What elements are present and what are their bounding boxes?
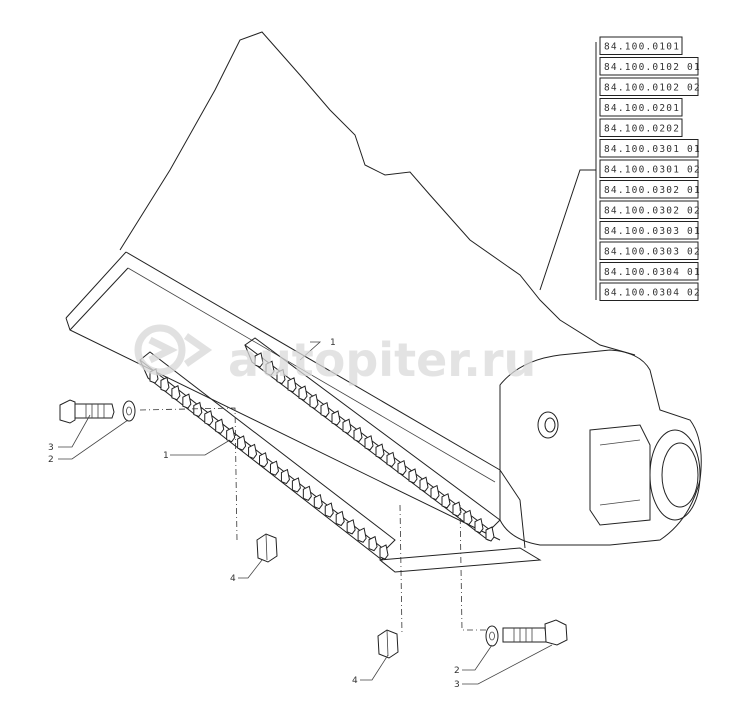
knife-tooth xyxy=(248,443,258,460)
reference-code-box xyxy=(599,180,699,199)
knife-tooth xyxy=(280,468,290,485)
knife-tooth xyxy=(254,352,264,368)
reference-code-box xyxy=(599,36,683,55)
knife-tooth xyxy=(353,426,363,443)
callout-labels: 3 2 1 1 4 4 2 3 xyxy=(48,338,460,690)
knife-tooth xyxy=(276,368,286,385)
knife-tooth xyxy=(441,493,451,509)
knife-tooth xyxy=(331,410,341,426)
callout-2-right: 2 xyxy=(454,666,460,676)
callout-1-left: 1 xyxy=(163,451,169,461)
reference-code-text: 84.100.0304 01 xyxy=(604,267,701,278)
knife-tooth xyxy=(357,527,367,543)
knife-tooth xyxy=(320,401,330,418)
knife-tooth xyxy=(430,484,440,501)
reference-code-box xyxy=(599,282,699,301)
knife-tooth xyxy=(309,393,319,410)
bolt-left xyxy=(59,399,115,424)
reference-code-box xyxy=(599,241,699,260)
knife-tooth xyxy=(182,393,192,409)
leader-lines xyxy=(58,42,597,685)
reference-code-box xyxy=(599,262,699,281)
knife-tooth xyxy=(474,517,484,534)
knife-tooth xyxy=(269,460,280,476)
bolt-right xyxy=(502,619,568,646)
reference-code-text: 84.100.0201 xyxy=(604,103,680,114)
knife-tooth xyxy=(204,410,214,426)
knife-rail-right xyxy=(244,337,501,542)
reference-code-box xyxy=(599,200,699,219)
knife-tooth xyxy=(379,544,389,560)
reference-code-text: 84.100.0303 02 xyxy=(604,247,701,258)
reference-code-text: 84.100.0301 01 xyxy=(604,144,701,155)
callout-4-mid: 4 xyxy=(230,574,236,584)
washer-left xyxy=(122,400,136,422)
knife-tooth xyxy=(485,526,495,542)
knife-tooth xyxy=(313,493,323,510)
knife-tooth xyxy=(259,452,269,468)
knife-tooth xyxy=(226,426,236,443)
watermark-text: autopiter.ru xyxy=(228,333,536,387)
header-frame xyxy=(65,31,702,573)
washer-right xyxy=(485,625,499,647)
knife-teeth-right xyxy=(254,352,495,542)
knife-tooth xyxy=(346,519,356,535)
knife-tooth xyxy=(368,535,378,552)
callout-3-left: 3 xyxy=(48,443,54,453)
knife-tooth xyxy=(171,385,181,401)
circled-arrow-logo-icon xyxy=(134,324,213,376)
reference-code-text: 84.100.0304 02 xyxy=(604,288,701,299)
reference-code-text: 84.100.0102 01 xyxy=(604,62,701,73)
knife-tooth xyxy=(408,468,418,484)
knife-tooth xyxy=(298,385,308,401)
reference-code-text: 84.100.0302 01 xyxy=(604,185,701,196)
watermark: autopiter.ru xyxy=(134,324,536,387)
reference-code-text: 84.100.0101 xyxy=(604,42,680,53)
knife-tooth xyxy=(335,510,345,527)
knife-tooth xyxy=(193,401,203,418)
knife-tooth xyxy=(265,360,275,376)
knife-tooth xyxy=(291,477,301,493)
knife-tooth xyxy=(302,485,312,501)
knife-tooth xyxy=(160,376,170,392)
knife-teeth-left xyxy=(149,368,389,560)
knife-tooth xyxy=(364,435,374,451)
nut-lower xyxy=(377,629,399,659)
reference-code-box xyxy=(599,118,683,137)
callout-4-low: 4 xyxy=(352,676,358,686)
knife-tooth xyxy=(397,459,407,476)
knife-tooth xyxy=(237,435,247,451)
reference-code-box xyxy=(599,57,699,76)
reference-code-text: 84.100.0303 01 xyxy=(604,226,701,237)
knife-tooth xyxy=(287,377,297,393)
reference-code-text: 84.100.0102 02 xyxy=(604,83,701,94)
callout-3-right: 3 xyxy=(454,680,460,690)
knife-tooth xyxy=(375,443,385,459)
knife-tooth xyxy=(342,418,352,434)
knife-tooth xyxy=(215,418,225,434)
reference-code-list: 84.100.0101 84.100.0102 01 84.100.0102 02 8… xyxy=(599,36,701,301)
knife-tooth xyxy=(419,476,429,492)
nut-middle xyxy=(256,533,278,563)
reference-code-text: 84.100.0301 02 xyxy=(604,165,701,176)
reference-code-box xyxy=(599,221,699,240)
reference-code-text: 84.100.0302 02 xyxy=(604,206,701,217)
reference-code-text: 84.100.0202 xyxy=(604,124,680,135)
reference-code-box xyxy=(599,98,683,117)
knife-tooth xyxy=(463,509,473,526)
knife-tooth xyxy=(386,451,396,468)
callout-1-right: 1 xyxy=(330,338,336,348)
reference-code-box xyxy=(599,139,699,158)
assembly-centerlines xyxy=(139,407,495,636)
reference-code-box xyxy=(599,77,699,96)
knife-tooth xyxy=(452,501,462,517)
knife-tooth xyxy=(324,502,334,518)
knife-rail-left xyxy=(139,351,396,561)
reference-code-box xyxy=(599,159,699,178)
callout-2-left: 2 xyxy=(48,455,54,465)
